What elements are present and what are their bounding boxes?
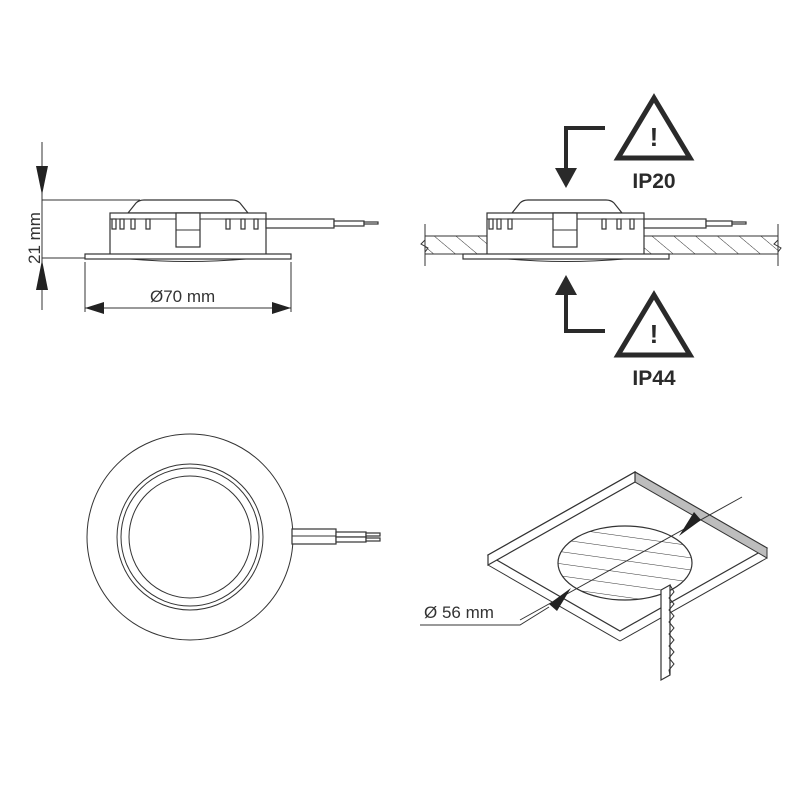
- side-fixture: [84, 199, 379, 262]
- housing-fins: [111, 218, 259, 230]
- svg-text:!: !: [650, 319, 659, 349]
- installed-fixture: [462, 199, 747, 262]
- warning-triangle-icon: !: [613, 93, 695, 161]
- cutout-view: Ø 56 mm: [420, 470, 769, 682]
- ip44-label: IP44: [632, 367, 676, 390]
- height-dimension: 21 mm: [25, 142, 140, 310]
- svg-text:!: !: [650, 122, 659, 152]
- side-view: 21 mm: [25, 142, 379, 314]
- diameter-label: Ø70 mm: [150, 287, 215, 306]
- warning-triangle-icon: !: [613, 290, 695, 358]
- ceiling-panel: [420, 224, 782, 266]
- jigsaw-blade-icon: [660, 583, 675, 682]
- top-view: [86, 433, 381, 641]
- installed-view: ! IP20 ! IP44: [420, 93, 782, 390]
- ip20-indicator: ! IP20: [555, 93, 695, 193]
- diameter-dimension: Ø70 mm: [84, 262, 292, 314]
- height-label: 21 mm: [25, 212, 44, 264]
- ip44-indicator: ! IP44: [555, 275, 695, 390]
- ip20-label: IP20: [632, 170, 675, 193]
- hole-diameter-label: Ø 56 mm: [424, 603, 494, 622]
- cable: [291, 528, 381, 545]
